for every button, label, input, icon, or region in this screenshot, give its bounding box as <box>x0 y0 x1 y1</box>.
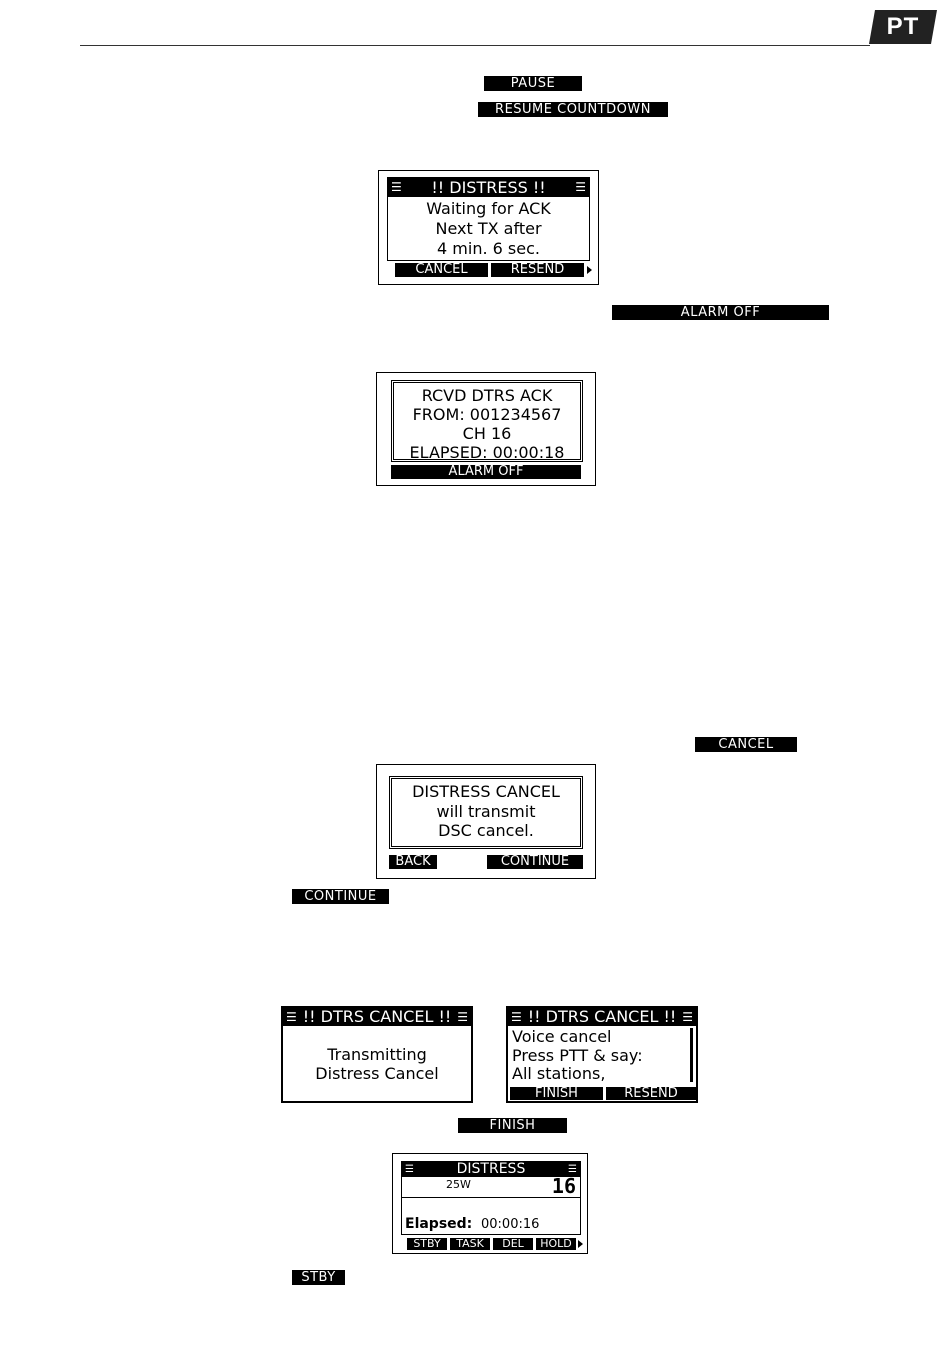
language-badge-label: PT <box>886 13 920 40</box>
language-badge: PT <box>869 10 937 44</box>
scrollbar[interactable] <box>690 1028 693 1082</box>
menu-icon: ☰ <box>405 1164 414 1175</box>
lcd-line: FROM: 001234567 <box>412 405 562 424</box>
menu-icon: ☰ <box>286 1010 297 1024</box>
menu-icon: ☰ <box>682 1010 693 1024</box>
header-rule <box>80 45 870 46</box>
softkey-hold[interactable]: HOLD <box>536 1238 576 1250</box>
softkey-task[interactable]: TASK <box>450 1238 490 1250</box>
softkey-continue[interactable]: CONTINUE <box>487 855 583 869</box>
lcd-line: DISTRESS CANCEL <box>412 782 560 801</box>
menu-icon: ☰ <box>457 1010 468 1024</box>
cancel-key[interactable]: CANCEL <box>695 737 797 752</box>
lcd-line: All stations, <box>512 1064 606 1083</box>
lcd-waiting-ack: ☰ !! DISTRESS !! ☰ Waiting for ACK Next … <box>378 170 599 285</box>
lcd-confirm-frame: DISTRESS CANCEL will transmit DSC cancel… <box>389 776 583 849</box>
finish-key[interactable]: FINISH <box>458 1118 567 1133</box>
lcd-waiting-title-text: !! DISTRESS !! <box>431 178 546 197</box>
lcd-line: Press PTT & say: <box>512 1046 643 1065</box>
lcd-divider <box>402 1197 580 1198</box>
lcd-final-title: ☰ DISTRESS ☰ <box>402 1162 580 1177</box>
lcd-final-title-text: DISTRESS <box>456 1161 526 1177</box>
elapsed-value: 00:00:16 <box>481 1217 540 1232</box>
scroll-right-arrow-icon <box>587 266 592 274</box>
lcd-line: Waiting for ACK <box>426 199 551 218</box>
power-level: 25W <box>446 1178 471 1191</box>
lcd-transmitting-title: ☰ !! DTRS CANCEL !! ☰ <box>283 1008 471 1026</box>
lcd-distress-final: ☰ DISTRESS ☰ 25W 16 Elapsed: 00:00:16 ST… <box>392 1153 588 1254</box>
menu-icon: ☰ <box>511 1010 522 1024</box>
alarm-off-key[interactable]: ALARM OFF <box>612 305 829 320</box>
lcd-waiting-frame: ☰ !! DISTRESS !! ☰ Waiting for ACK Next … <box>387 177 590 261</box>
lcd-cancel-confirm: DISTRESS CANCEL will transmit DSC cancel… <box>376 764 596 879</box>
softkey-del[interactable]: DEL <box>493 1238 533 1250</box>
softkey-finish[interactable]: FINISH <box>510 1087 603 1100</box>
softkey-stby[interactable]: STBY <box>407 1238 447 1250</box>
lcd-transmitting: ☰ !! DTRS CANCEL !! ☰ Transmitting Distr… <box>281 1006 473 1103</box>
lcd-line: 4 min. 6 sec. <box>437 239 540 258</box>
softkey-resend[interactable]: RESEND <box>491 263 584 277</box>
lcd-final-frame: ☰ DISTRESS ☰ 25W 16 Elapsed: 00:00:16 <box>401 1161 581 1235</box>
lcd-line: Transmitting <box>327 1045 427 1064</box>
lcd-line: CH 16 <box>462 424 512 443</box>
lcd-line: DSC cancel. <box>438 821 534 840</box>
softkey-back[interactable]: BACK <box>389 855 437 869</box>
elapsed-label: Elapsed: <box>405 1216 473 1232</box>
lcd-voice-title: ☰ !! DTRS CANCEL !! ☰ <box>508 1008 696 1026</box>
menu-icon: ☰ <box>568 1164 577 1175</box>
lcd-ack-frame: RCVD DTRS ACK FROM: 001234567 CH 16 ELAP… <box>391 380 583 462</box>
softkey-resend[interactable]: RESEND <box>606 1087 696 1100</box>
lcd-line: RCVD DTRS ACK <box>421 386 553 405</box>
lcd-line: ELAPSED: 00:00:18 <box>409 443 565 462</box>
resume-countdown-key[interactable]: RESUME COUNTDOWN <box>478 102 668 117</box>
channel-number: 16 <box>551 1174 576 1198</box>
lcd-line: Next TX after <box>435 219 542 238</box>
lcd-transmitting-title-text: !! DTRS CANCEL !! <box>302 1007 452 1026</box>
continue-key[interactable]: CONTINUE <box>292 889 389 904</box>
lcd-waiting-title: ☰ !! DISTRESS !! ☰ <box>388 178 589 197</box>
lcd-voice-cancel: ☰ !! DTRS CANCEL !! ☰ Voice cancel Press… <box>506 1006 698 1103</box>
menu-icon: ☰ <box>391 180 402 194</box>
lcd-line: will transmit <box>436 802 536 821</box>
scroll-right-arrow-icon <box>578 1240 583 1248</box>
stby-key[interactable]: STBY <box>292 1270 345 1285</box>
pause-key[interactable]: PAUSE <box>484 76 582 91</box>
menu-icon: ☰ <box>575 180 586 194</box>
lcd-line: Distress Cancel <box>315 1064 439 1083</box>
softkey-alarm-off[interactable]: ALARM OFF <box>391 465 581 479</box>
lcd-line: Voice cancel <box>512 1027 612 1046</box>
lcd-distress-ack: RCVD DTRS ACK FROM: 001234567 CH 16 ELAP… <box>376 372 596 486</box>
softkey-cancel[interactable]: CANCEL <box>395 263 488 277</box>
lcd-voice-title-text: !! DTRS CANCEL !! <box>527 1007 677 1026</box>
